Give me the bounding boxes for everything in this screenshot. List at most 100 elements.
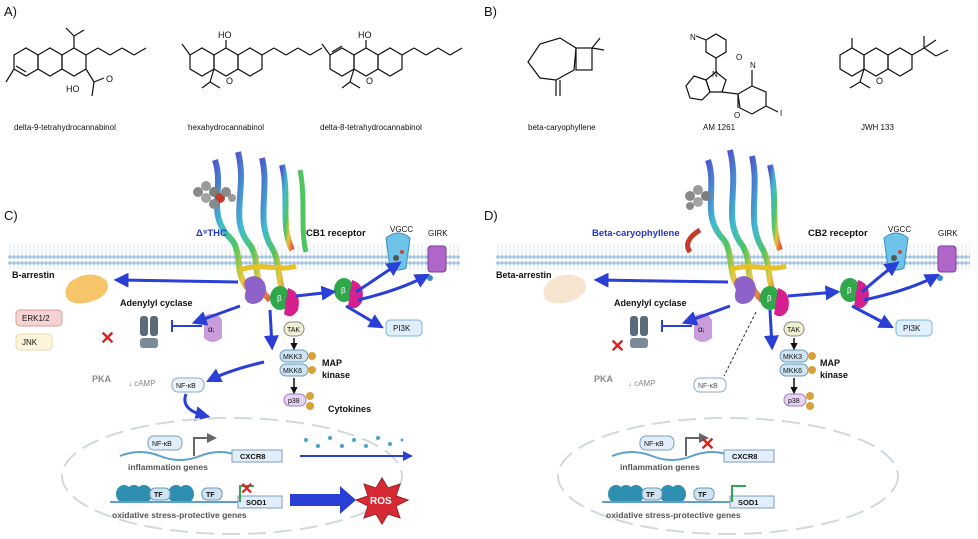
adenylyl-cyclase-c [140, 316, 158, 348]
g-protein-complex-d: β [734, 276, 789, 317]
inflammation-label-c: inflammation genes [128, 462, 208, 472]
nucleus-nfkb-box-c [147, 435, 183, 451]
map-label-d: MAP [820, 358, 840, 368]
beta-gamma-released-d: β [840, 278, 869, 309]
promoter-arrow-c1 [193, 433, 217, 456]
tf2-box-d [693, 487, 715, 501]
d8thc-name: delta-8-tetrahydrocannabinol [320, 123, 422, 132]
molecule-jwh133 [839, 36, 949, 89]
pi3k-label-c: PI3K [393, 324, 411, 333]
nucleus-nfkb-label-d: NF-κB [644, 441, 664, 448]
promoter-arrow-d2 [731, 485, 746, 502]
cxcr8-box-c [231, 449, 283, 463]
bcp-ligand-spheres [685, 185, 711, 210]
beta-label-c1: β [277, 294, 282, 303]
arrestin-label-c: B-arrestin [12, 270, 55, 280]
sod1-label-c: SOD1 [246, 498, 266, 507]
mkk6-label-d: MKK6 [783, 368, 802, 375]
nfkb-label-d: NF-κB [698, 383, 718, 390]
tf1-label-d: TF [646, 492, 655, 499]
panel-c: Δ⁹THC CB1 receptor VGCC GIRK β β B [8, 151, 460, 535]
red-x-sod1-c: ✕ [240, 481, 253, 498]
receptor-label-c: CB1 receptor [306, 228, 366, 239]
kinase-label-c: kinase [322, 370, 350, 380]
d9thc-name: delta-9-tetrahydrocannabinol [14, 123, 116, 132]
pka-label-d: PKA [594, 374, 614, 384]
hhc-name: hexahydrocannabinol [188, 123, 264, 132]
adenylyl-cyclase-d [630, 316, 648, 348]
mkk3-label-d: MKK3 [783, 354, 802, 361]
red-x-c: ✕ [100, 328, 115, 348]
vgcc-label-c: VGCC [390, 225, 413, 234]
cxcr8-label-d: CXCR8 [732, 452, 757, 461]
promoter-arrow-d1 [685, 433, 709, 456]
ros-arrow-c [290, 486, 356, 514]
ros-label-c: ROS [370, 496, 392, 507]
panel-label-c: C) [4, 208, 18, 223]
camp-label-d: ↓ cAMP [628, 379, 656, 388]
am1261-n2-label: N [712, 70, 718, 79]
sod1-label-d: SOD1 [738, 498, 758, 507]
arrows-c [113, 261, 430, 421]
nfkb-box-d [693, 377, 727, 393]
inhibit-dotted-d [723, 311, 757, 377]
alpha-label-c: αᵢ [208, 325, 214, 334]
beta-label-d1: β [767, 294, 772, 303]
nfkb-box-c [171, 377, 205, 393]
g-protein-complex-c: β [244, 276, 299, 317]
jnk-box-c [15, 333, 53, 351]
vgcc-label-d: VGCC [888, 225, 911, 234]
beta-label-c2: β [341, 286, 346, 295]
am1261-name: AM 1261 [703, 123, 736, 132]
panel-label-a: A) [4, 4, 17, 19]
tf2-label-d: TF [698, 492, 707, 499]
inhibit-line-d [661, 320, 692, 332]
red-x-cxcr8-d: ✕ [700, 434, 715, 454]
am1261-n-label: N [690, 33, 696, 42]
p38-label-d: p38 [788, 398, 800, 405]
beta-gamma-released-c: β [334, 278, 363, 309]
am1261-o-label: O [734, 111, 740, 120]
tf1-box-c [149, 487, 171, 501]
jwh133-name: JWH 133 [861, 123, 894, 132]
am1261-nitro-o: O [736, 53, 742, 62]
nucleus-nfkb-box-d [639, 435, 675, 451]
girk-channel-d [937, 245, 957, 281]
map-label-c: MAP [322, 358, 342, 368]
d8thc-o-label: O [366, 76, 373, 86]
molecule-beta-caryophyllene [527, 37, 605, 96]
hhc-o-label: O [226, 76, 233, 86]
tf1-label-c: TF [154, 492, 163, 499]
pi3k-box-d [895, 319, 933, 337]
ligand-label-c: Δ⁹THC [196, 228, 227, 239]
inflammation-label-d: inflammation genes [620, 462, 700, 472]
tak-box-c [283, 321, 305, 337]
panel-label-b: B) [484, 4, 497, 19]
histones-c [116, 485, 194, 503]
alpha-label-d: αᵢ [698, 325, 704, 334]
cytokines-label-c: Cytokines [328, 404, 371, 414]
tf2-label-c: TF [206, 492, 215, 499]
cxcr8-label-c: CXCR8 [240, 452, 265, 461]
thc-ligand-spheres [193, 181, 236, 209]
molecule-am1261 [685, 33, 779, 115]
panel-d: Beta-caryophyllene CB2 receptor VGCC GIR… [496, 149, 970, 535]
alpha-i-shape-c [204, 313, 222, 342]
pi3k-label-d: PI3K [903, 324, 921, 333]
d8thc-ho-label: HO [358, 30, 372, 40]
tf2-box-c [201, 487, 223, 501]
kinase-label-d: kinase [820, 370, 848, 380]
d9thc-oh-label: HO [66, 84, 80, 94]
promoter-arrow-c2 [239, 485, 254, 502]
tak-box-d [783, 321, 805, 337]
red-x-d: ✕ [610, 336, 625, 356]
nfkb-label-c: NF-κB [176, 383, 196, 390]
tak-label-c: TAK [287, 327, 300, 334]
molecule-d9thc [5, 27, 147, 97]
jwh133-o-label: O [876, 76, 883, 86]
inhibit-line-c [171, 320, 202, 332]
mkk3-label-c: MKK3 [283, 354, 302, 361]
p38-label-c: p38 [288, 398, 300, 405]
pka-label-c: PKA [92, 374, 112, 384]
